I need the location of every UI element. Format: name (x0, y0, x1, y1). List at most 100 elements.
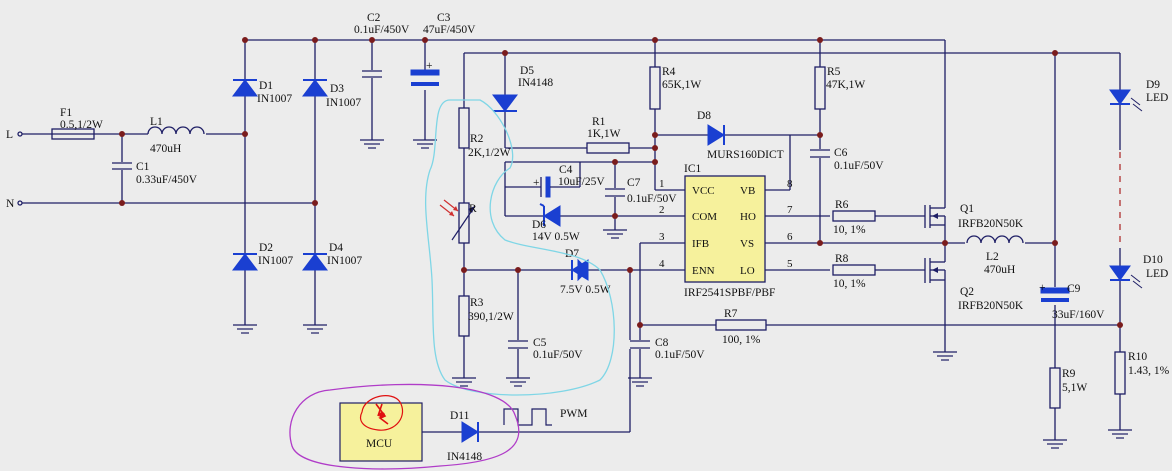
diode-D8: D8 MURS160DICT (697, 110, 784, 161)
L1-ref: L1 (150, 116, 163, 128)
net-label-neutral: N (6, 198, 15, 210)
C3-ref: C3 (437, 12, 451, 24)
D5-ref: D5 (520, 65, 534, 77)
R3-ref: R3 (470, 297, 484, 309)
R2-ref: R2 (470, 133, 484, 145)
resistor-R5: R5 47K,1W (814, 66, 865, 110)
annotation-cyan-outline (425, 99, 615, 396)
resistor-R4: R4 65K,1W (649, 66, 701, 110)
capacitor-C3: + C3 47uF/450V (410, 12, 476, 90)
R8-value: 10, 1% (833, 278, 866, 290)
IC1-part: IRF2541SPBF/PBF (684, 287, 775, 299)
mosfet-Q1: Q1 IRFB20N50K (924, 203, 1024, 230)
resistor-R1: R1 1K,1W (586, 116, 630, 154)
inductor-L2: L2 470uH (966, 235, 1025, 276)
diode-D11: D11 IN4148 (447, 410, 482, 463)
diode-D1: D1 IN1007 (232, 79, 292, 105)
C3-polarity: + (426, 60, 433, 72)
C5-value: 0.1uF/50V (533, 349, 583, 361)
F1-ref: F1 (60, 107, 72, 119)
C1-value: 0.33uF/450V (136, 174, 198, 186)
IC1-ref: IC1 (684, 163, 702, 175)
R1-ref: R1 (592, 116, 606, 128)
D2-ref: D2 (259, 242, 273, 254)
D3-value: IN1007 (326, 97, 361, 109)
R8-ref: R8 (835, 253, 849, 265)
L2-ref: L2 (986, 251, 999, 263)
R10-ref: R10 (1128, 351, 1147, 363)
IC1-pin-com: COM (692, 211, 717, 223)
IC1-pinnum-1: 1 (659, 178, 665, 190)
C8-ref: C8 (655, 337, 669, 349)
diode-D7: D7 7.5V 0.5W (560, 248, 611, 296)
R2-value: 2K,1/2W (468, 147, 511, 159)
C4-value: 10uF/25V (558, 176, 605, 188)
mcu-label: MCU (366, 438, 393, 450)
resistor-R2: R2 2K,1/2W (458, 107, 511, 159)
resistor-R10: R10 1.43, 1% (1114, 351, 1170, 395)
L2-value: 470uH (984, 264, 1015, 276)
diode-D6: D6 14V 0.5W (532, 203, 580, 243)
diode-D2: D2 IN1007 (232, 242, 293, 271)
C9-value: 33uF/160V (1052, 309, 1105, 321)
diode-D4: D4 IN1007 (302, 242, 362, 271)
IC1-pinnum-8: 8 (787, 178, 793, 190)
D4-value: IN1007 (327, 255, 362, 267)
D2-value: IN1007 (258, 255, 293, 267)
IC1-pin-vb: VB (740, 185, 755, 197)
pwm-waveform (503, 408, 552, 426)
R5-value: 47K,1W (826, 79, 865, 91)
resistor-R: R (451, 202, 477, 244)
IC1-pin-enn: ENN (692, 265, 715, 277)
C9-ref: C9 (1067, 283, 1081, 295)
C2-ref: C2 (367, 12, 381, 24)
capacitor-C8: C8 0.1uF/50V (628, 337, 705, 361)
D7-value: 7.5V 0.5W (560, 284, 611, 296)
IC1-pinnum-2: 2 (659, 204, 665, 216)
R10-value: 1.43, 1% (1128, 365, 1170, 377)
resistor-R3: R3 390,1/2W (458, 295, 514, 337)
D8-value: MURS160DICT (707, 149, 784, 161)
C1-ref: C1 (136, 161, 150, 173)
pwm-label: PWM (560, 408, 587, 420)
C3-value: 47uF/450V (423, 24, 476, 36)
ic-IC1: IC1 IRF2541SPBF/PBF VCC COM IFB ENN VB H… (659, 163, 793, 299)
C7-ref: C7 (627, 177, 641, 189)
D1-ref: D1 (259, 80, 273, 92)
resistor-R9: R9 5,1W (1049, 367, 1087, 409)
C4-ref: C4 (559, 164, 573, 176)
resistor-R8: R8 10, 1% (832, 253, 876, 290)
mosfet-Q2: Q2 IRFB20N50K (924, 258, 1024, 312)
capacitor-C6: C6 0.1uF/50V (808, 147, 884, 172)
IC1-pinnum-3: 3 (659, 231, 665, 243)
capacitor-C2: C2 0.1uF/450V (354, 12, 410, 78)
L1-value: 470uH (150, 143, 181, 155)
led-D9: D9 LED (1109, 79, 1168, 112)
fuse-F1: F1 0.5,1/2W (51, 107, 103, 140)
capacitor-C9: + C9 33uF/160V (1039, 282, 1105, 321)
R4-ref: R4 (662, 66, 676, 78)
D11-ref: D11 (450, 410, 470, 422)
IC1-pinnum-4: 4 (659, 258, 665, 270)
IC1-pin-vs: VS (740, 238, 754, 250)
D1-value: IN1007 (257, 93, 292, 105)
C6-ref: C6 (834, 147, 848, 159)
Q1-ref: Q1 (960, 203, 974, 215)
IC1-pin-vcc: VCC (692, 185, 715, 197)
C8-value: 0.1uF/50V (655, 349, 705, 361)
R9-value: 5,1W (1062, 382, 1087, 394)
D4-ref: D4 (329, 242, 343, 254)
diode-D5: D5 IN4148 (492, 65, 553, 112)
C4-polarity: + (533, 177, 540, 189)
Q1-value: IRFB20N50K (958, 218, 1024, 230)
R6-value: 10, 1% (833, 224, 866, 236)
annotation-red-scribble (359, 395, 404, 431)
C9-polarity: + (1039, 282, 1046, 294)
resistor-R7: R7 100, 1% (715, 308, 767, 346)
inductor-L1: L1 470uH (147, 116, 206, 155)
D8-ref: D8 (697, 110, 711, 122)
IC1-pin-ho: HO (740, 211, 756, 223)
Q2-value: IRFB20N50K (958, 300, 1024, 312)
R5-ref: R5 (827, 66, 841, 78)
